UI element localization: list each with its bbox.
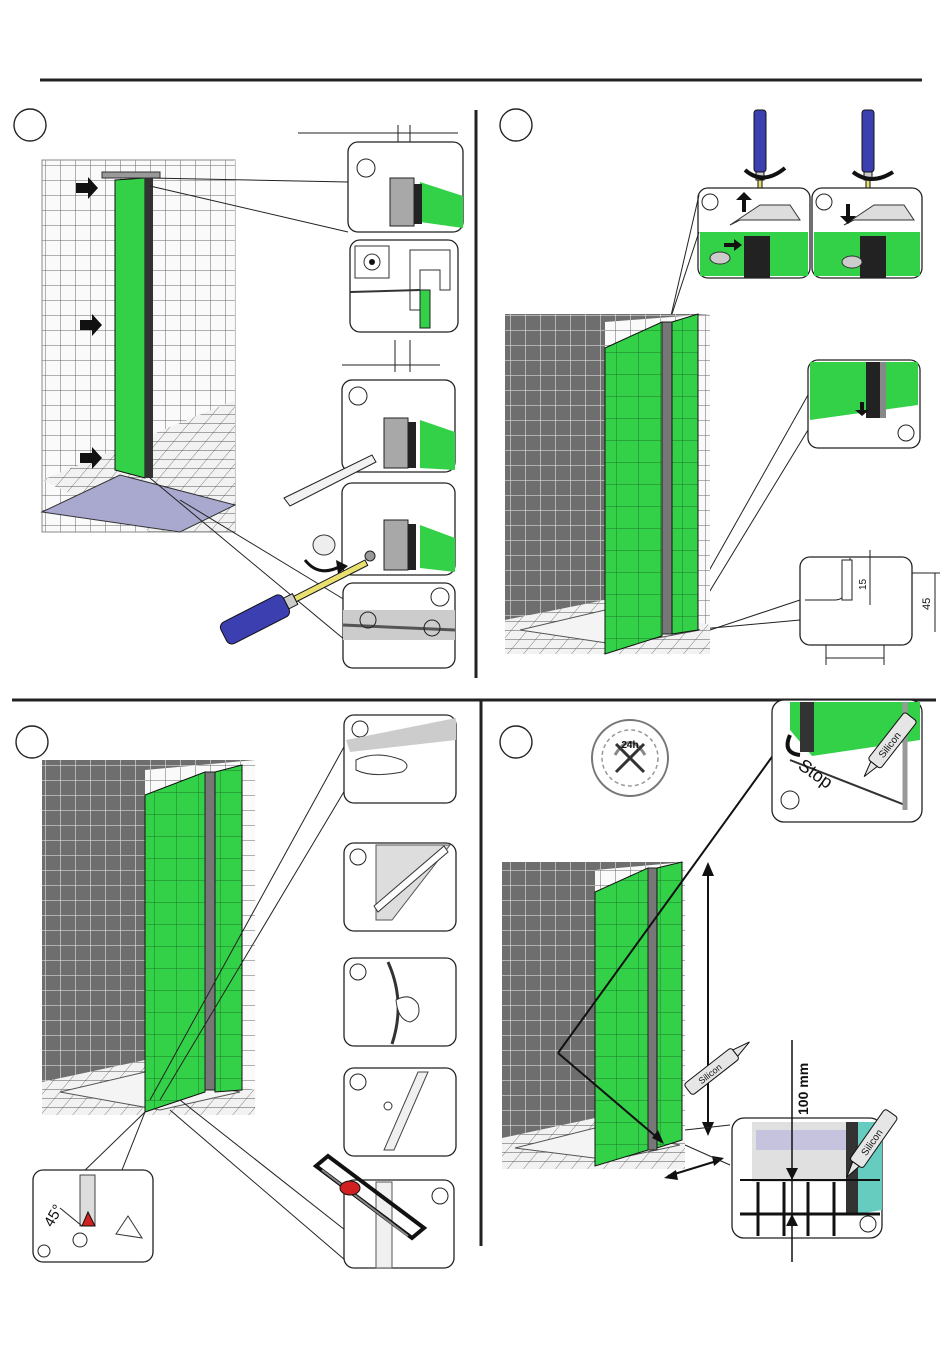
- glass-door: [605, 322, 662, 654]
- dimension-label-45: 45: [921, 598, 933, 610]
- step-panel-5: 45°: [16, 715, 456, 1268]
- step-panel-6: 24h Silicon: [500, 700, 922, 1262]
- seal-dimension-callout: [800, 557, 912, 645]
- rotate-icon: [305, 560, 341, 571]
- timer-label: 24h: [621, 740, 638, 751]
- cover-cap: [313, 535, 335, 555]
- step-number-circle: [16, 726, 48, 758]
- glass-panel: [672, 314, 698, 634]
- glass-door: [145, 772, 205, 1112]
- silicon-tube-icon: Silicon: [684, 1036, 754, 1095]
- step-number-circle: [500, 726, 532, 758]
- step-number-circle: [14, 109, 46, 141]
- rotate-icon: [853, 172, 893, 179]
- wall-profile: [145, 176, 153, 478]
- step-panel-4: 15 45: [500, 109, 940, 665]
- door-profile: [662, 322, 672, 634]
- glass-panel: [215, 765, 242, 1092]
- glass-door: [595, 868, 648, 1166]
- gap-label: 100 mm: [795, 1063, 811, 1115]
- glass-panel: [115, 178, 145, 478]
- step-number-circle: [500, 109, 532, 141]
- glass-panel: [657, 862, 682, 1148]
- step-panel-3: [14, 109, 463, 668]
- dimension-label-15: 15: [858, 578, 869, 590]
- no-water-24h-icon: 24h: [592, 720, 668, 796]
